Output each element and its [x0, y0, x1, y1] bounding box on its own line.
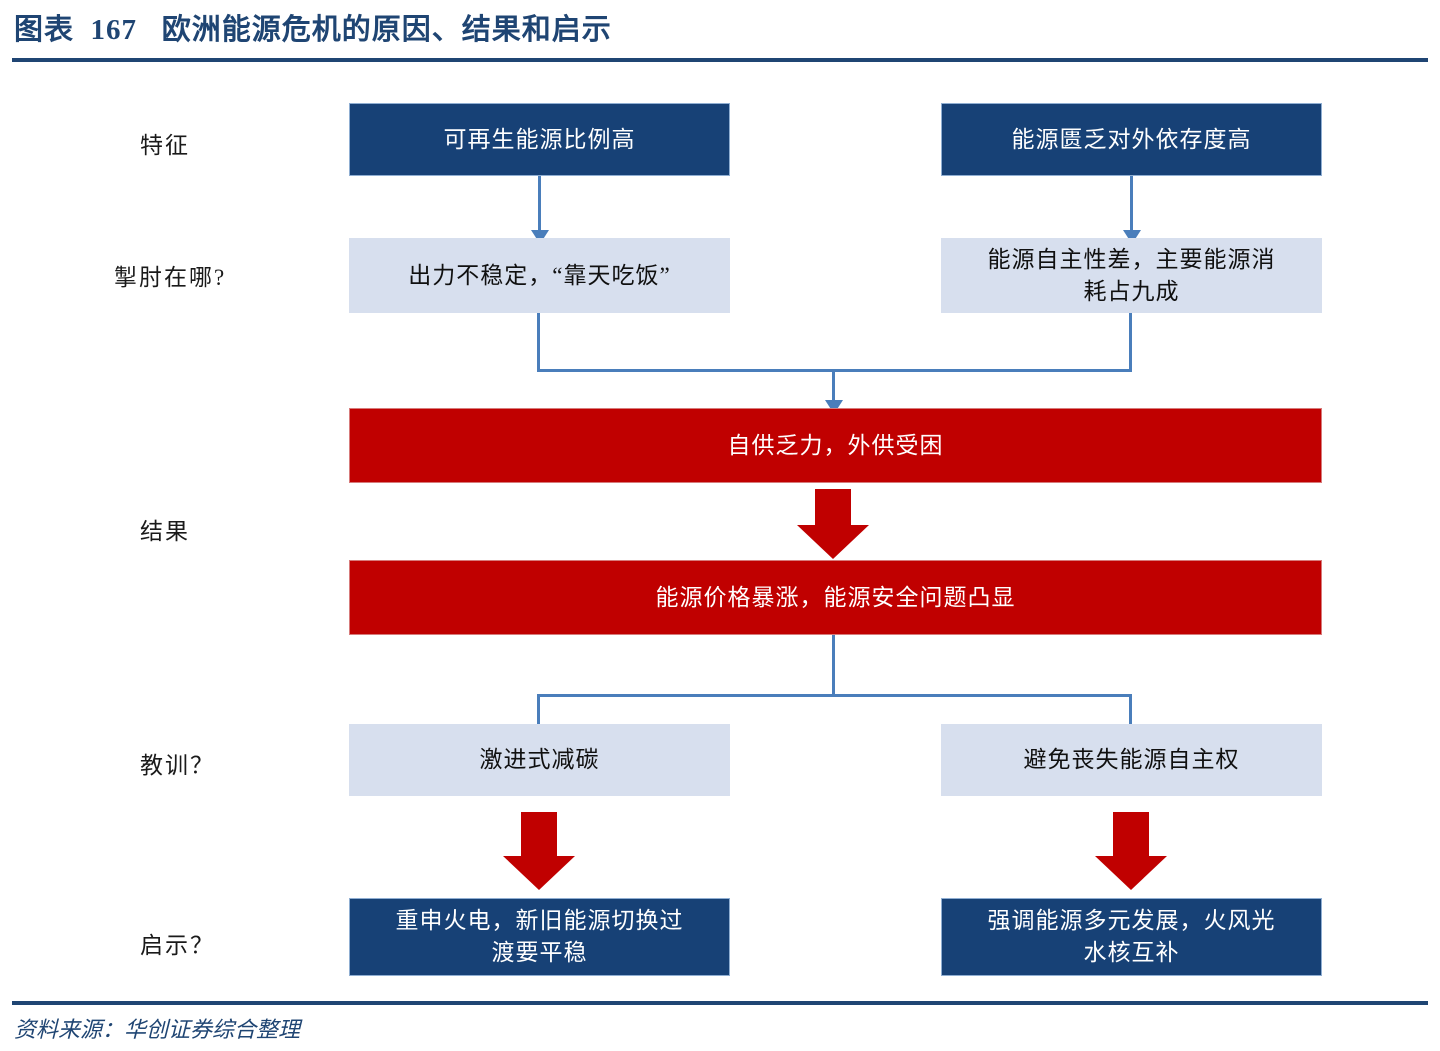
- connector-constraint-left-drop: [537, 313, 540, 371]
- connector-merge-stem: [832, 369, 835, 402]
- red-block-arrow-down-icon: [1095, 812, 1167, 892]
- flow-diagram: 特征 掣肘在哪? 结果 教训？ 启示？ 可再生能源比例高 能源匮乏对外依存度高 …: [0, 62, 1440, 1001]
- row-label-constraints: 掣肘在哪?: [114, 265, 227, 290]
- connector-feature-left-to-constraint-left: [538, 176, 541, 232]
- header-divider: [12, 58, 1428, 62]
- red-block-arrow-down-icon: [503, 812, 575, 892]
- row-label-lessons: 教训？: [140, 753, 215, 778]
- row-label-characteristics: 特征: [140, 133, 190, 158]
- row-label-implications: 启示？: [140, 933, 215, 958]
- connector-constraint-right-drop: [1129, 313, 1132, 371]
- connector-split-bar: [537, 694, 1132, 697]
- node-constraint-left[interactable]: 出力不稳定，“靠天吃饭”: [349, 238, 730, 313]
- node-feature-left[interactable]: 可再生能源比例高: [349, 103, 730, 176]
- footer-divider: [12, 1001, 1428, 1005]
- node-lesson-right[interactable]: 避免丧失能源自主权: [941, 724, 1322, 796]
- node-implication-right[interactable]: 强调能源多元发展，火风光 水核互补: [941, 898, 1322, 976]
- node-constraint-right[interactable]: 能源自主性差，主要能源消 耗占九成: [941, 238, 1322, 313]
- connector-split-left-drop: [537, 694, 540, 740]
- node-feature-right[interactable]: 能源匮乏对外依存度高: [941, 103, 1322, 176]
- source-note: 资料来源：华创证券综合整理: [14, 1017, 301, 1042]
- red-block-arrow-down-icon: [797, 489, 869, 559]
- node-result-bottom[interactable]: 能源价格暴涨，能源安全问题凸显: [349, 560, 1322, 635]
- connector-feature-right-to-constraint-right: [1130, 176, 1133, 232]
- node-result-top[interactable]: 自供乏力，外供受困: [349, 408, 1322, 483]
- connector-split-right-drop: [1129, 694, 1132, 740]
- connector-result-split-stem: [832, 635, 835, 697]
- page-title: 图表 167 欧洲能源危机的原因、结果和启示: [14, 14, 612, 46]
- node-lesson-left[interactable]: 激进式减碳: [349, 724, 730, 796]
- figure-header: 图表 167 欧洲能源危机的原因、结果和启示: [0, 0, 1440, 62]
- node-implication-left[interactable]: 重申火电，新旧能源切换过 渡要平稳: [349, 898, 730, 976]
- row-label-result: 结果: [140, 519, 190, 544]
